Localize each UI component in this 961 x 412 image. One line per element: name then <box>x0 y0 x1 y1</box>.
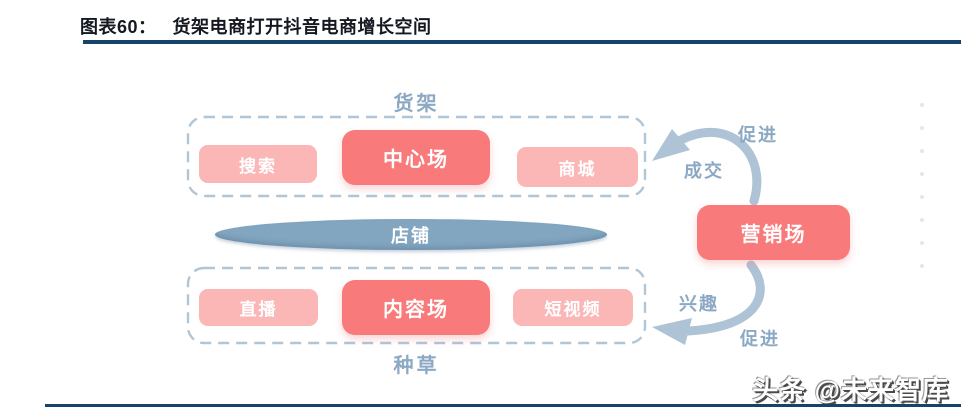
faint-dot-column <box>920 103 924 268</box>
title-underline <box>83 40 961 44</box>
shelf-group-label: 货架 <box>393 93 440 115</box>
label-promote-top: 促进 <box>738 125 778 145</box>
label-deal: 成交 <box>684 161 724 181</box>
box-live-stream: 直播 <box>199 289 318 326</box>
seeding-group-label: 种草 <box>393 355 440 377</box>
watermark-text: 头条 @未来智库 <box>752 375 949 405</box>
box-central-field: 中心场 <box>342 130 490 185</box>
bottom-arrowhead-icon <box>652 318 692 345</box>
bottom-rule <box>45 404 961 407</box>
top-arrowhead-icon <box>652 129 690 161</box>
box-marketing-field: 营销场 <box>697 205 850 260</box>
box-content-field: 内容场 <box>342 280 490 335</box>
bottom-curved-arrow <box>683 260 765 336</box>
box-mall: 商城 <box>517 147 638 187</box>
shelf-dashed-frame <box>186 115 647 198</box>
box-short-video: 短视频 <box>513 289 633 326</box>
figure-number-label: 图表60： <box>80 17 157 37</box>
seeding-dashed-frame <box>186 266 647 345</box>
box-search: 搜索 <box>199 145 317 183</box>
label-promote-bottom: 促进 <box>740 329 780 349</box>
figure-title: 货架电商打开抖音电商增长空间 <box>172 17 432 37</box>
figure-header: 图表60： 货架电商打开抖音电商增长空间 <box>80 13 432 39</box>
store-ellipse: 店铺 <box>215 219 607 250</box>
label-interest: 兴趣 <box>679 294 719 314</box>
top-curved-arrow <box>676 127 762 206</box>
